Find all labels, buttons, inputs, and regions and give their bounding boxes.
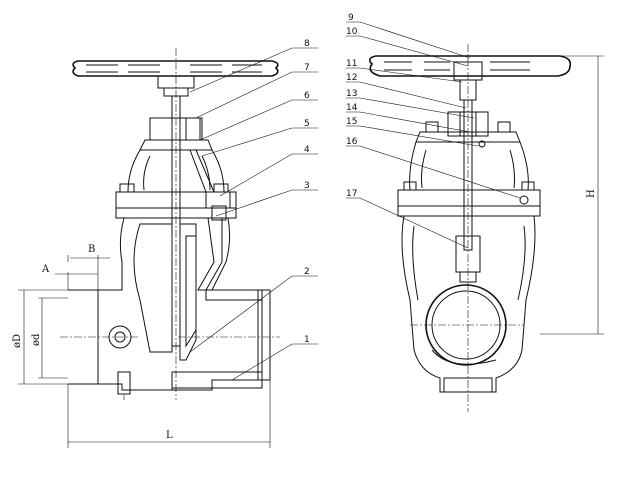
- handwheel-side: [368, 55, 572, 81]
- part-label-17: 17: [346, 189, 357, 199]
- dim-b-label: B: [88, 244, 95, 255]
- part-label-14: 14: [346, 103, 358, 113]
- dimensions-front: A B øD ød L: [12, 244, 271, 448]
- handwheel-front: [72, 60, 279, 97]
- front-view: [60, 48, 280, 400]
- part-label-7: 7: [304, 63, 310, 73]
- part-label-4: 4: [304, 145, 310, 155]
- part-label-12: 12: [346, 73, 357, 83]
- part-label-15: 15: [346, 117, 357, 127]
- part-label-13: 13: [346, 89, 357, 99]
- part-label-2: 2: [304, 267, 310, 277]
- dimensions-side: H: [540, 55, 604, 335]
- part-label-16: 16: [346, 137, 358, 147]
- part-label-9: 9: [348, 13, 354, 23]
- part-label-3: 3: [304, 181, 310, 191]
- dim-od-label: øD: [12, 334, 23, 348]
- part-label-1: 1: [304, 335, 310, 345]
- part-label-5: 5: [304, 119, 310, 129]
- dim-d-label: ød: [31, 333, 42, 346]
- dim-h-label: H: [586, 189, 597, 198]
- dim-l-label: L: [166, 430, 173, 441]
- part-label-11: 11: [346, 59, 357, 69]
- dim-a-label: A: [41, 264, 50, 275]
- part-label-10: 10: [346, 27, 358, 37]
- side-view: [368, 44, 572, 412]
- part-label-8: 8: [304, 39, 310, 49]
- leaders-side: 9 10 11 12 13 14 15 16 17: [346, 13, 521, 249]
- part-label-6: 6: [304, 91, 310, 101]
- leaders-front: 8 7 6 5 4 3 2 1: [189, 39, 318, 381]
